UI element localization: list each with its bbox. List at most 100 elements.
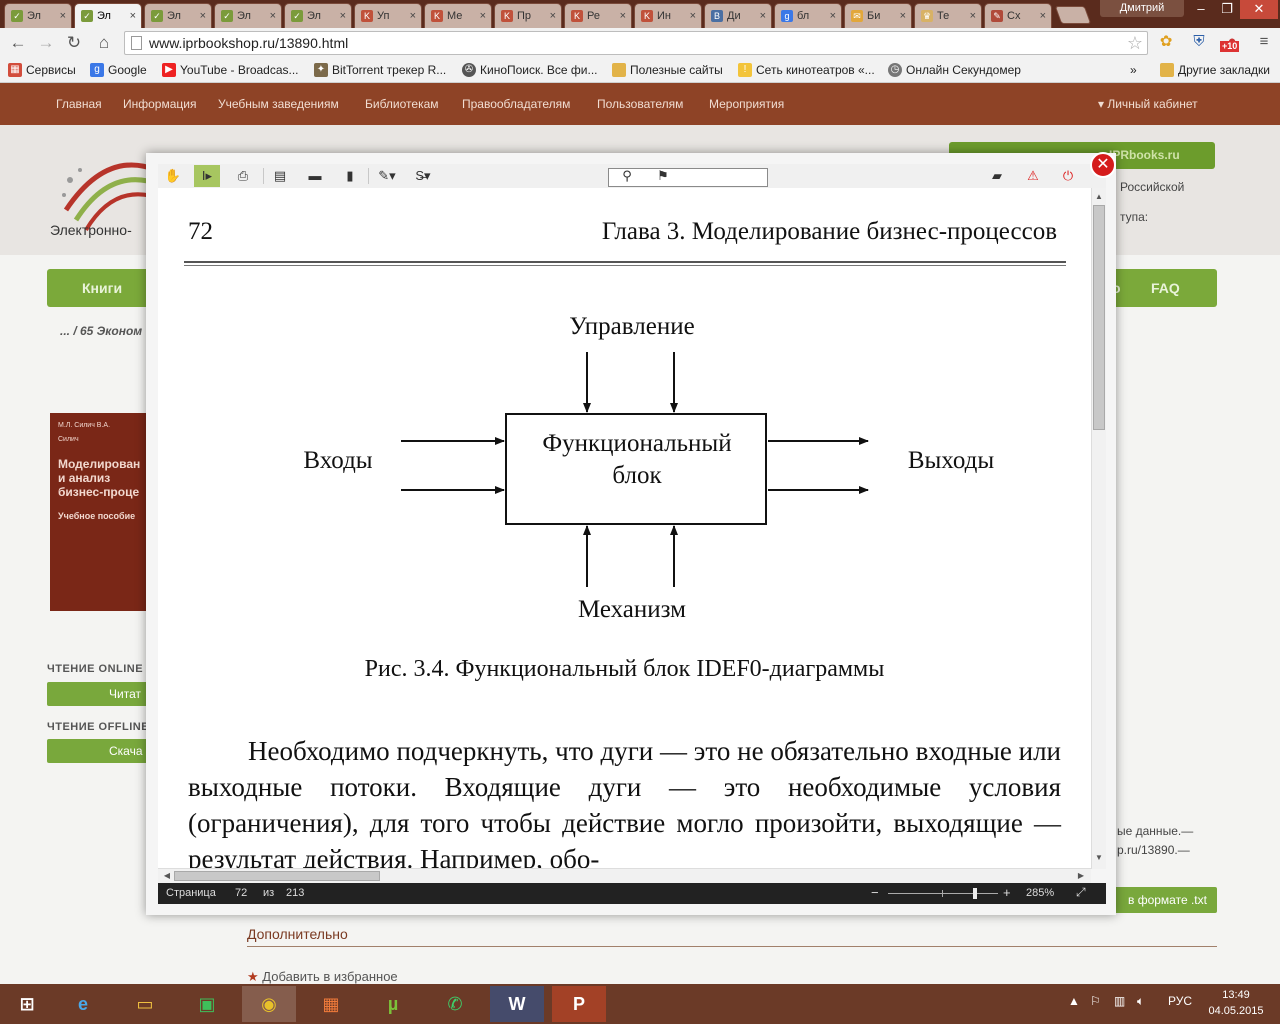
menu-item-partial[interactable]: о (1112, 280, 1121, 296)
close-tab-icon[interactable]: × (199, 10, 206, 22)
bookmark-kinopoisk[interactable]: ✇КиноПоиск. Все фи... (462, 62, 598, 78)
page-view-icon[interactable]: ▤ (273, 168, 287, 183)
clock[interactable]: 13:49 04.05.2015 (1208, 989, 1264, 1017)
close-tab-icon[interactable]: × (689, 10, 696, 22)
zoom-slider-handle[interactable] (973, 888, 977, 899)
bookmark-star-icon[interactable]: ☆ (1126, 33, 1143, 53)
highlight-pen-icon[interactable]: ✎▾ (378, 168, 396, 183)
bookmarks-overflow[interactable]: » (1130, 63, 1137, 77)
bookmark-stopwatch[interactable]: ◷Онлайн Секундомер (888, 62, 1021, 78)
hand-tool-icon[interactable]: ✋ (164, 168, 182, 183)
bookmark-youtube[interactable]: ▶YouTube - Broadcas... (162, 62, 299, 78)
new-tab-button[interactable] (1054, 6, 1092, 24)
nav-institutions[interactable]: Учебным заведениям (218, 97, 339, 111)
reader-search-input[interactable] (608, 168, 768, 187)
address-bar[interactable]: www.iprbookshop.ru/13890.html ☆ (124, 31, 1148, 55)
nav-info[interactable]: Информация (123, 97, 197, 111)
explorer-icon[interactable]: ▭ (136, 994, 154, 1014)
add-to-favorites-link[interactable]: ★ Добавить в избранное (247, 969, 398, 984)
nav-events[interactable]: Мероприятия (709, 97, 785, 111)
close-reader-button[interactable]: ✕ (1090, 152, 1116, 178)
volume-icon[interactable]: 🔈︎ (1137, 994, 1145, 1008)
book-cover[interactable]: М.Л. Силич В.А. Силич Моделирован и анал… (50, 413, 150, 611)
scroll-right-icon[interactable]: ▶ (1077, 871, 1085, 880)
minimize-icon[interactable]: – (1197, 1, 1205, 16)
bookmark-services[interactable]: ▦Сервисы (8, 62, 76, 78)
document-viewport[interactable]: 72 Глава 3. Моделирование бизнес-процесс… (158, 188, 1091, 869)
powerpoint-icon[interactable]: P (552, 986, 606, 1022)
chrome-icon[interactable]: ◉ (242, 986, 296, 1022)
download-button[interactable]: Скача (47, 739, 157, 763)
close-tab-icon[interactable]: × (129, 10, 136, 22)
close-tab-icon[interactable]: × (829, 10, 836, 22)
nav-rightsholders[interactable]: Правообладателям (462, 97, 571, 111)
close-tab-icon[interactable]: × (1039, 10, 1046, 22)
close-tab-icon[interactable]: × (409, 10, 416, 22)
forward-arrow-icon[interactable]: → (37, 33, 55, 52)
scroll-left-icon[interactable]: ◀ (163, 871, 171, 880)
shield-extension-icon[interactable]: ⛨ (1193, 33, 1205, 50)
briefcase-icon[interactable]: ▬ (308, 168, 322, 183)
comment-icon[interactable]: ▰ (992, 168, 1002, 183)
nav-home[interactable]: Главная (56, 97, 102, 111)
language-indicator[interactable]: РУС (1168, 994, 1193, 1008)
horizontal-scroll-thumb[interactable] (174, 871, 380, 881)
bookmark-cinemas[interactable]: !Сеть кинотеатров «... (738, 62, 875, 78)
nav-libraries[interactable]: Библиотекам (365, 97, 439, 111)
close-tab-icon[interactable]: × (59, 10, 66, 22)
download-txt-button[interactable]: в формате .txt (1114, 887, 1217, 913)
warning-icon[interactable]: ⚠ (1027, 168, 1039, 183)
vertical-scroll-thumb[interactable] (1093, 205, 1105, 430)
tab-14[interactable]: ♛Те× (914, 3, 982, 28)
zoom-out-button[interactable]: − (871, 885, 879, 900)
menu-hamburger-icon[interactable]: ≡ (1259, 33, 1269, 50)
bookmark-bittorrent[interactable]: ✦BitTorrent трекер R... (314, 62, 446, 78)
back-arrow-icon[interactable]: ← (9, 33, 27, 52)
bookmark-icon[interactable]: ▮ (346, 168, 354, 183)
flag-icon[interactable]: ⚑ (657, 168, 669, 183)
power-icon[interactable]: ⏻ (1062, 168, 1074, 183)
menu-faq[interactable]: FAQ (1151, 280, 1180, 296)
nav-account[interactable]: ▾ Личный кабинет (1098, 97, 1198, 111)
strikethrough-icon[interactable]: S̶▾ (415, 168, 431, 183)
tab-2-active[interactable]: ✓Эл× (74, 3, 142, 28)
profile-name[interactable]: Дмитрий (1100, 0, 1184, 17)
apps-icon[interactable]: ▦ (322, 994, 340, 1014)
reload-icon[interactable]: ↻ (66, 33, 82, 52)
tab-1[interactable]: ✓Эл× (4, 3, 72, 28)
tray-expand-icon[interactable]: ▲ (1068, 994, 1080, 1008)
tab-4[interactable]: ✓Эл× (214, 3, 282, 28)
close-tab-icon[interactable]: × (619, 10, 626, 22)
ie-icon[interactable]: e (77, 994, 88, 1014)
close-tab-icon[interactable]: × (969, 10, 976, 22)
text-select-tool-icon[interactable]: I▸ (194, 165, 220, 187)
tab-3[interactable]: ✓Эл× (144, 3, 212, 28)
window-close-icon[interactable]: ✕ (1240, 0, 1278, 19)
breadcrumb[interactable]: ... / 65 Эконом (60, 324, 143, 338)
vertical-scrollbar[interactable]: ▲ ▼ (1091, 188, 1106, 869)
word-icon[interactable]: W (490, 986, 544, 1022)
other-bookmarks[interactable]: Другие закладки (1160, 62, 1270, 78)
close-tab-icon[interactable]: × (339, 10, 346, 22)
flag-tray-icon[interactable]: ⚐ (1090, 994, 1101, 1008)
restore-icon[interactable]: ❐ (1221, 1, 1233, 16)
bookmark-folder-useful[interactable]: Полезные сайты (612, 62, 723, 78)
tab-13[interactable]: ✉Би× (844, 3, 912, 28)
menu-books[interactable]: Книги (82, 280, 123, 296)
tab-5[interactable]: ✓Эл× (284, 3, 352, 28)
close-tab-icon[interactable]: × (549, 10, 556, 22)
print-icon[interactable]: ⎙ (237, 168, 249, 183)
zoom-slider[interactable] (888, 888, 998, 899)
notifications-extension-icon[interactable]: +10● (1220, 33, 1240, 52)
start-icon[interactable]: ⊞ (19, 994, 35, 1014)
search-icon[interactable]: ⚲ (622, 168, 632, 183)
current-page-field[interactable]: 72 (235, 887, 248, 899)
nav-users[interactable]: Пользователям (597, 97, 684, 111)
horizontal-scrollbar[interactable]: ◀ ▶ (158, 868, 1091, 883)
fullscreen-icon[interactable]: ⤢ (1076, 885, 1086, 899)
